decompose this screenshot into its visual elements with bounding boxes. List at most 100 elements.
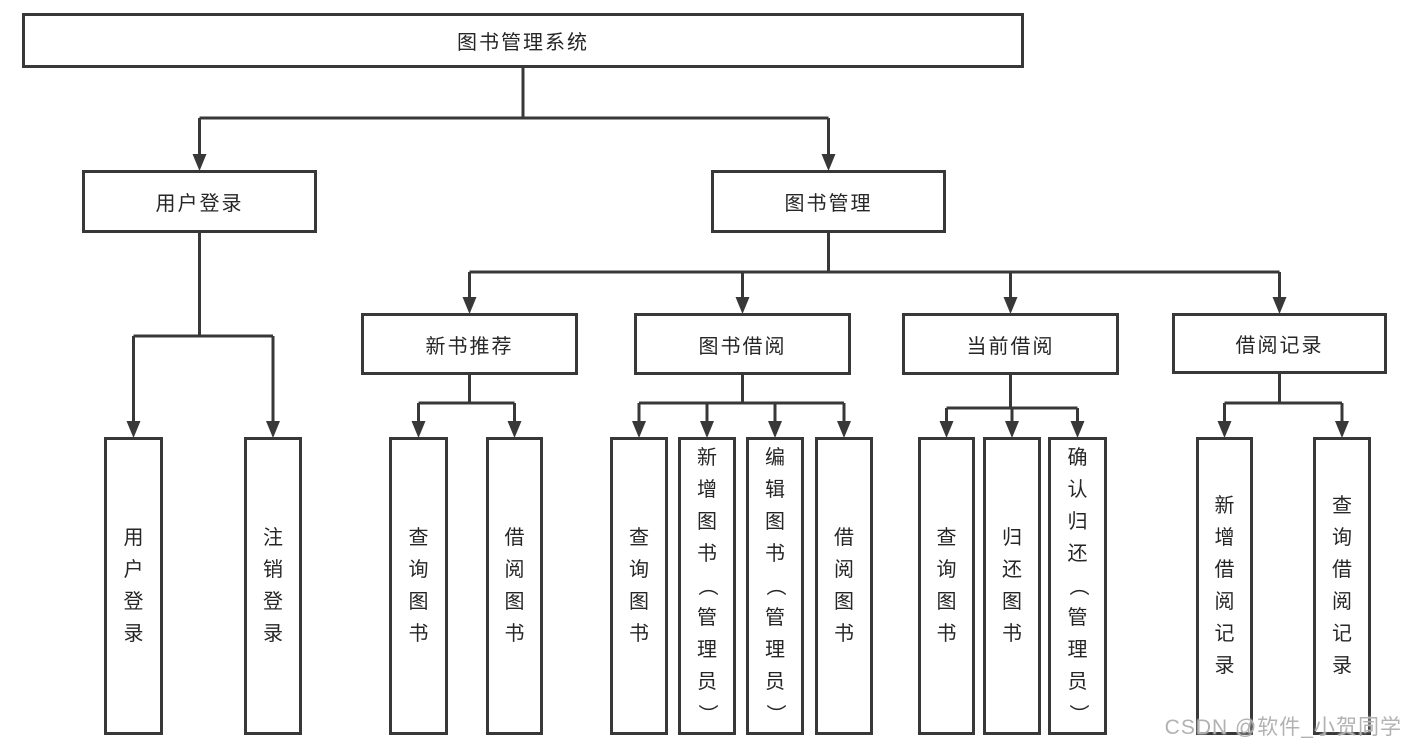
node-label-char: 询	[408, 559, 429, 581]
node-label-char: 增	[697, 479, 717, 501]
node-bb-add-books-admin: 新增图书（管理员）	[678, 437, 736, 735]
node-label-char: 管	[1067, 607, 1088, 629]
node-label-char: 阅	[1332, 591, 1352, 613]
node-label-char: ）	[1066, 704, 1089, 724]
arrowhead-icon	[939, 421, 954, 438]
arrowhead-icon	[632, 421, 646, 438]
node-label-char: 书	[697, 543, 717, 565]
node-bb-query-books: 查询图书	[610, 437, 668, 735]
node-bb-edit-books-admin: 编辑图书 （ 管理员 ）	[746, 437, 804, 735]
node-label: 图书管理	[784, 193, 873, 215]
node-label-char: 询	[629, 559, 649, 581]
edge-current-borrow	[945, 375, 1079, 423]
node-label: 图书管理系统	[457, 32, 589, 54]
node-label-char: 户	[123, 559, 144, 581]
node-label: 图书借阅	[698, 335, 787, 358]
node-label-char: 归	[1002, 527, 1022, 549]
node-cb-return-books: 归还图书	[983, 437, 1041, 735]
node-label-char: 还	[1002, 559, 1022, 581]
node-label-char: 书	[629, 623, 649, 645]
node-label-char: 增	[1214, 527, 1235, 549]
node-label-char: 销	[263, 559, 283, 581]
node-label-char: 查	[629, 527, 649, 549]
node-label-char: 员	[765, 671, 785, 693]
node-label-char: 理	[765, 639, 785, 661]
node-cb-query-books: 查询图书	[918, 437, 975, 735]
node-label: 借阅记录	[1235, 335, 1324, 357]
node-bb-borrow-books: 借阅图书	[815, 437, 873, 735]
node-label-char: 查	[1332, 495, 1352, 517]
arrowhead-icon	[462, 297, 477, 314]
node-label-char: 管	[765, 607, 785, 629]
edge-root	[198, 68, 830, 156]
node-label-char: 登	[123, 591, 144, 613]
edge-user-login	[132, 233, 275, 423]
node-cb-confirm-return: 确认归还（管理员）	[1048, 437, 1107, 735]
arrowhead-icon	[1005, 421, 1019, 438]
node-label-char: 阅	[834, 559, 854, 581]
arrowhead-icon	[768, 421, 782, 438]
node-label-char: 询	[1332, 527, 1352, 549]
node-label-char: 图	[936, 591, 957, 613]
node-label-char: ）	[764, 704, 786, 724]
node-label-char: 新	[697, 447, 717, 469]
node-label-char: 书	[936, 623, 957, 645]
node-label-char: ）	[696, 704, 718, 724]
node-label-char: 图	[629, 591, 649, 613]
arrowhead-icon	[411, 421, 426, 438]
edge-borrow-records	[1223, 374, 1344, 423]
edge-book-borrow	[637, 375, 846, 423]
node-label-char: 理	[697, 639, 717, 661]
node-label: 新书推荐	[425, 335, 514, 358]
arrowhead-icon	[821, 154, 836, 171]
node-label-char: 注	[263, 527, 283, 549]
node-root: 图书管理系统	[22, 13, 1024, 68]
node-label-char: 管	[697, 607, 717, 629]
node-br-query-record: 查询借阅记录	[1313, 437, 1371, 735]
node-label-char: 借	[1332, 559, 1352, 581]
node-label-char: 用	[123, 527, 144, 549]
edge-new-book-rec	[417, 375, 516, 423]
node-label-char: 编	[765, 447, 785, 469]
node-label-char: 阅	[1214, 591, 1235, 613]
arrowhead-icon	[735, 297, 750, 314]
arrowhead-icon	[192, 154, 207, 171]
node-label-char: 图	[765, 511, 785, 533]
node-current-borrow: 当前借阅	[902, 313, 1119, 375]
node-label-char: 图	[504, 591, 525, 613]
arrowhead-icon	[507, 421, 522, 438]
node-label-char: （	[696, 576, 718, 596]
node-label-char: 辑	[765, 479, 785, 501]
node-label-char: 询	[936, 559, 957, 581]
node-label-char: 书	[408, 623, 429, 645]
edge-book-mgmt	[468, 233, 1281, 299]
node-label-char: （	[764, 576, 786, 596]
node-label-char: 书	[765, 543, 785, 565]
arrowhead-icon	[266, 421, 280, 438]
node-br-add-record: 新增借阅记录	[1196, 437, 1253, 735]
node-label-char: 确	[1067, 447, 1088, 469]
node-label-char: 图	[408, 591, 429, 613]
node-label-char: 录	[1332, 655, 1352, 677]
node-label-char: 借	[504, 527, 525, 549]
node-label-char: 认	[1067, 479, 1088, 501]
node-label-char: 图	[1002, 591, 1022, 613]
arrowhead-icon	[700, 421, 714, 438]
node-label-char: 新	[1214, 495, 1235, 517]
node-label-char: 借	[834, 527, 854, 549]
node-label-char: 书	[834, 623, 854, 645]
node-label-char: 书	[1002, 623, 1022, 645]
node-label-char: 录	[263, 623, 283, 645]
arrowhead-icon	[1335, 421, 1349, 438]
node-new-book-rec: 新书推荐	[361, 313, 578, 375]
node-label-char: 图	[697, 511, 717, 533]
node-label-char: 录	[123, 623, 144, 645]
arrowhead-icon	[837, 421, 851, 438]
node-label-char: 书	[504, 623, 525, 645]
node-label-char: 记	[1332, 623, 1352, 645]
node-label: 当前借阅	[966, 335, 1055, 358]
node-label-char: 理	[1067, 639, 1088, 661]
node-label-char: 阅	[504, 559, 525, 581]
node-label-char: 还	[1067, 543, 1088, 565]
arrowhead-icon	[1070, 421, 1085, 438]
